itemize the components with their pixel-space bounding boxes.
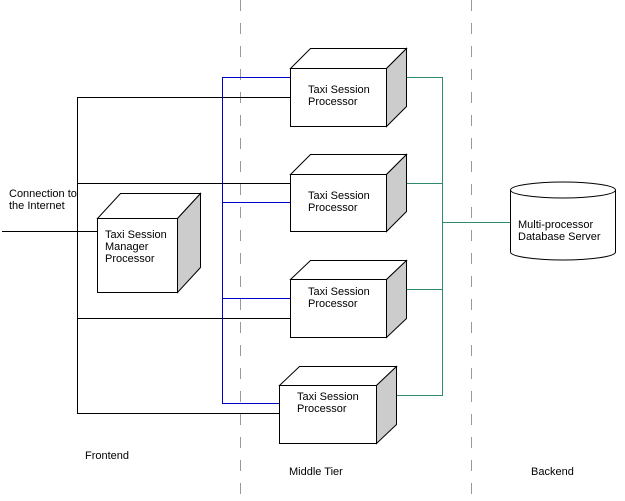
internet-label: Connection to the Internet: [9, 188, 77, 212]
frontend-bus: [77, 97, 290, 414]
database-cylinder: [510, 181, 616, 261]
manager-bus: [222, 77, 290, 404]
processor-node-4[interactable]: Taxi Session Processor: [297, 391, 359, 415]
processor-box-3: [289, 259, 408, 339]
processor-node-3[interactable]: Taxi Session Processor: [308, 286, 370, 310]
database-server-node[interactable]: Multi-processor Database Server: [518, 219, 601, 243]
database-bus: [396, 77, 511, 396]
frontend-links: [2, 97, 290, 414]
manager-box: [96, 192, 202, 294]
processor-box-4: [278, 365, 398, 445]
tier-label-frontend: Frontend: [85, 450, 130, 462]
processor-box-2: [289, 153, 408, 233]
box-front-face: [290, 279, 387, 338]
tier-label-backend: Backend: [531, 466, 574, 478]
box-front-face: [97, 218, 178, 293]
box-front-face: [290, 68, 387, 127]
tier-label-middle: Middle Tier: [289, 466, 343, 478]
processor-node-1[interactable]: Taxi Session Processor: [308, 84, 370, 108]
manager-processor-node[interactable]: Taxi Session Manager Processor: [105, 229, 167, 265]
box-front-face: [290, 174, 387, 232]
processor-box-1: [289, 47, 408, 128]
box-front-face: [279, 385, 377, 444]
processor-node-2[interactable]: Taxi Session Processor: [308, 190, 370, 214]
